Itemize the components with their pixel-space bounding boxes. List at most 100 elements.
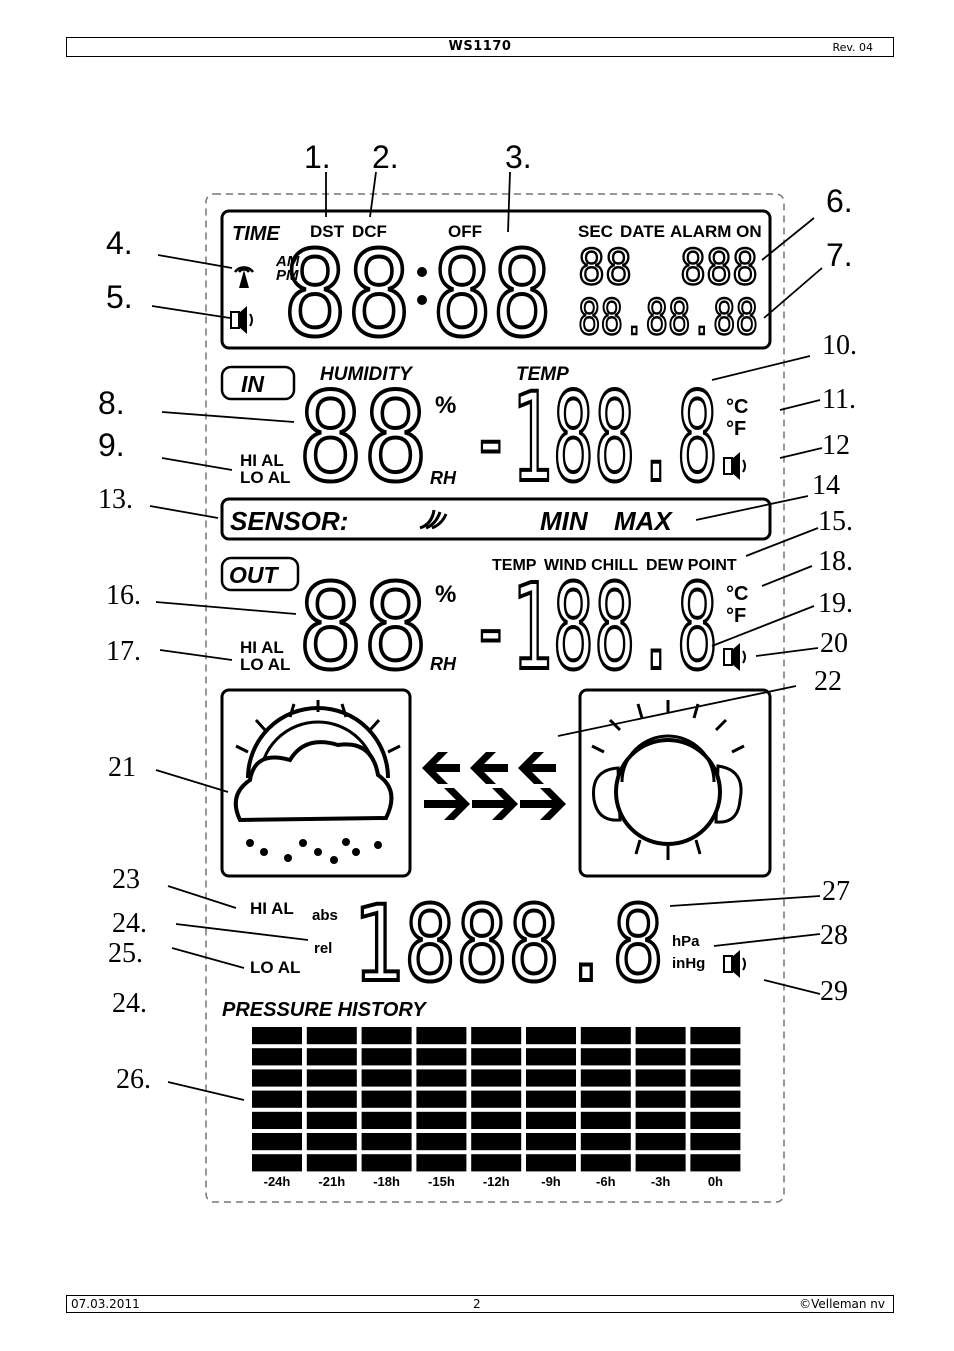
seconds-digits: 88 <box>578 240 632 296</box>
pressure-history-graph <box>252 1027 741 1172</box>
history-bar-segment <box>635 1111 686 1129</box>
clock-minutes-digits: 88 <box>432 225 552 363</box>
clock-hours-digits: 88 <box>283 225 411 363</box>
out-rh: RH <box>430 654 457 674</box>
sensor-bar <box>220 497 772 541</box>
history-bar-segment <box>580 1048 631 1066</box>
callout-17: 17. <box>106 636 141 667</box>
history-hour-label: 0h <box>708 1174 723 1189</box>
history-bar-segment <box>361 1154 412 1172</box>
history-bar-segment <box>580 1027 631 1045</box>
history-bar-segment <box>416 1133 467 1151</box>
callout-7: 7. <box>826 237 853 273</box>
history-bar-segment <box>526 1090 576 1108</box>
out-hi-al: HI AL <box>240 638 284 657</box>
in-rh: RH <box>430 468 457 488</box>
history-bar-segment <box>252 1027 302 1045</box>
history-bar-segment <box>416 1027 467 1045</box>
clock-colon-top <box>417 267 427 277</box>
history-bar-segment <box>416 1090 467 1108</box>
history-bar-segment <box>526 1111 576 1129</box>
in-badge-box <box>220 365 296 401</box>
revision-label: Rev. 04 <box>832 41 873 54</box>
history-bar-segment <box>580 1090 631 1108</box>
history-bar-segment <box>526 1048 576 1066</box>
callout-23: 23 <box>112 864 140 895</box>
history-bar-segment <box>635 1069 686 1087</box>
trend-arrows-icon <box>422 752 566 820</box>
history-bar-segment <box>471 1090 522 1108</box>
dcf-label: DCF <box>352 222 387 241</box>
history-hour-label: -12h <box>483 1174 510 1189</box>
history-bar-segment <box>690 1090 741 1108</box>
callout-24a: 24. <box>112 908 147 939</box>
history-bar-segment <box>416 1069 467 1087</box>
history-bar-segment <box>471 1048 522 1066</box>
history-bar-segment <box>361 1111 412 1129</box>
callout-13: 13. <box>98 484 133 515</box>
forecast-right-panel <box>578 688 772 878</box>
weekday-digits: 888 <box>680 240 758 296</box>
history-bar-segment <box>252 1090 302 1108</box>
in-lo-al: LO AL <box>240 468 290 487</box>
document-title: WS1170 <box>448 39 512 54</box>
out-alarm-speaker-icon <box>723 643 746 671</box>
history-bar-segment <box>471 1154 522 1172</box>
callout-numbers: 1. 2. 3. 4. 5. 6. 7. 8. 9. 10. 11. 12 13… <box>98 139 857 1095</box>
history-bar-segment <box>690 1154 741 1172</box>
out-badge: OUT <box>229 562 280 588</box>
out-lo-al: LO AL <box>240 655 290 674</box>
callout-29: 29 <box>820 976 848 1007</box>
out-fahrenheit: °F <box>726 605 746 627</box>
history-bar-segment <box>361 1048 412 1066</box>
hpa-label: hPa <box>672 933 700 950</box>
pressure-abs: abs <box>312 907 338 924</box>
history-bar-segment <box>580 1154 631 1172</box>
history-bar-segment <box>361 1133 412 1151</box>
history-bar-segment <box>252 1154 302 1172</box>
in-badge: IN <box>241 371 264 397</box>
callout-27: 27 <box>822 876 850 907</box>
history-bar-segment <box>306 1027 357 1045</box>
in-temp-digits: -188.8 <box>470 367 718 509</box>
history-hour-label: -21h <box>318 1174 345 1189</box>
pressure-hi-al: HI AL <box>250 899 294 918</box>
history-bar-segment <box>416 1048 467 1066</box>
history-bar-segment <box>471 1111 522 1129</box>
wind-chill-label: WIND CHILL <box>544 557 638 574</box>
history-bar-segment <box>635 1133 686 1151</box>
history-bar-segment <box>361 1069 412 1087</box>
callout-1: 1. <box>304 139 331 175</box>
in-humidity-digits: 88 <box>298 367 428 509</box>
history-bar-segment <box>361 1090 412 1108</box>
history-bar-segment <box>416 1154 467 1172</box>
history-bar-segment <box>690 1048 741 1066</box>
in-temp-label: TEMP <box>516 364 569 385</box>
dew-point-label: DEW POINT <box>646 557 737 574</box>
callout-9: 9. <box>98 427 125 463</box>
footer-date: 07.03.2011 <box>71 1297 140 1311</box>
history-bar-segment <box>526 1069 576 1087</box>
speaker-icon <box>230 306 253 334</box>
in-percent: % <box>435 392 456 419</box>
sun-partly-cloudy-icon <box>591 700 745 860</box>
history-bar-segment <box>306 1069 357 1087</box>
antenna-icon <box>233 266 255 288</box>
pm-label: PM <box>276 267 299 284</box>
in-celsius: °C <box>726 396 748 418</box>
pressure-history-title: PRESSURE HISTORY <box>222 999 427 1021</box>
pressure-digits: 1888.8 <box>352 883 664 1005</box>
history-bar-segment <box>361 1027 412 1045</box>
alarm-on-label: ALARM ON <box>670 222 762 241</box>
history-bar-segment <box>526 1027 576 1045</box>
page-footer: 07.03.2011 2 ©Velleman nv <box>66 1295 894 1313</box>
history-hour-label: -18h <box>373 1174 400 1189</box>
pressure-lo-al: LO AL <box>250 958 300 977</box>
in-hi-al: HI AL <box>240 451 284 470</box>
out-badge-box <box>220 556 300 592</box>
display-frame <box>205 193 785 1203</box>
callout-6: 6. <box>826 183 853 219</box>
in-fahrenheit: °F <box>726 418 746 440</box>
max-label: MAX <box>614 506 673 536</box>
